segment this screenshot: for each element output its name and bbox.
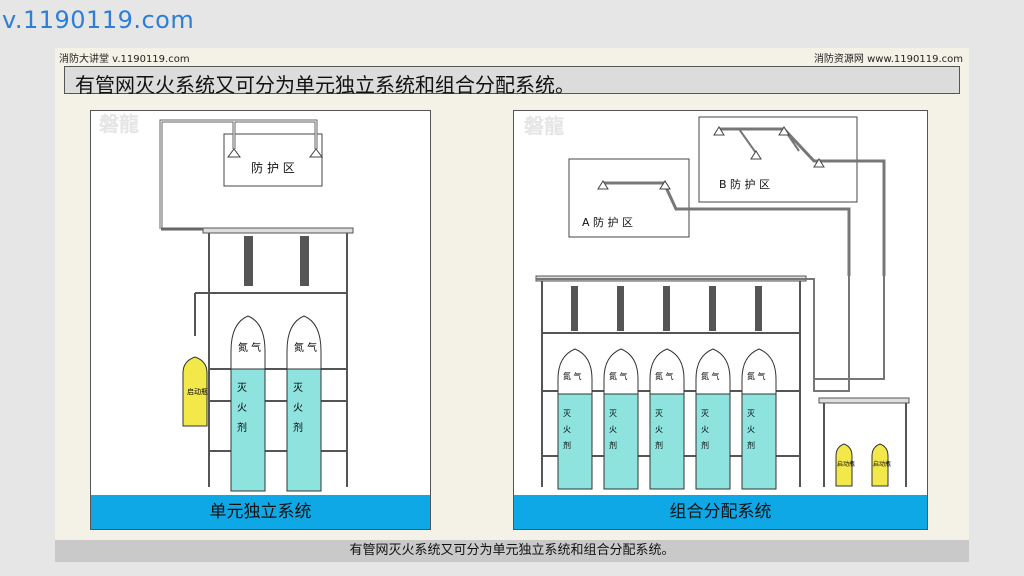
cylinder-agent-label: 剂 xyxy=(563,440,571,450)
cylinder-agent-label: 灭 xyxy=(701,409,709,418)
cylinder-agent-label: 火 xyxy=(609,425,617,434)
starter-cylinder-label: 启动瓶 xyxy=(187,387,208,396)
bottom-caption-bar: 有管网灭火系统又可分为单元独立系统和组合分配系统。 xyxy=(55,540,969,562)
credit-right: 消防资源网 www.1190119.com xyxy=(813,54,963,65)
starter-cylinder: 启动瓶 xyxy=(835,443,855,487)
cylinder-agent-label: 剂 xyxy=(609,440,617,450)
starter-cylinder-label: 启动瓶 xyxy=(837,460,855,468)
combined-system-caption: 组合分配系统 xyxy=(514,495,927,529)
cylinder-agent-label: 剂 xyxy=(747,440,755,450)
zone-a-label: A 防 护 区 xyxy=(582,215,633,229)
cylinder-agent-label: 灭 xyxy=(237,382,247,394)
cylinder-agent-label: 灭 xyxy=(293,382,303,394)
protected-zone-box xyxy=(223,133,323,187)
cylinder-gas-label: 氮 气 xyxy=(294,341,317,354)
cylinder-agent-label: 灭 xyxy=(609,409,617,418)
unit-independent-system-panel: 磐龍 防 护 区 氮 气 xyxy=(90,110,431,530)
cylinder-gas-label: 氮 气 xyxy=(609,371,628,381)
nozzle-icon xyxy=(750,150,762,160)
hose xyxy=(300,236,309,286)
slide: 消防大讲堂 v.1190119.com 消防资源网 www.1190119.co… xyxy=(55,48,969,540)
cylinder-gas-label: 氮 气 xyxy=(701,371,720,381)
cylinder-agent-label: 火 xyxy=(747,425,755,434)
starter-cylinder: 启动瓶 xyxy=(871,443,891,487)
nozzle-icon xyxy=(309,148,323,158)
hose xyxy=(244,236,253,286)
cylinder-agent-label: 剂 xyxy=(237,421,247,434)
cylinder-agent-label: 火 xyxy=(655,425,663,434)
starter-cylinder-label: 启动瓶 xyxy=(873,460,891,468)
nozzle-icon xyxy=(227,148,241,158)
nozzle-icon xyxy=(813,158,825,168)
cylinder-agent-label: 剂 xyxy=(655,440,663,450)
cylinder-agent-label: 剂 xyxy=(293,421,303,434)
zone-a-box xyxy=(568,158,690,238)
starter-cylinder: 启动瓶 xyxy=(182,356,208,427)
logo-watermark: 磐龍 xyxy=(99,112,139,136)
combined-system-diagram: 磐龍 A 防 护 区 B 防 护 区 xyxy=(524,114,910,490)
protected-zone-label: 防 护 区 xyxy=(251,160,295,175)
agent-cylinder: 氮 气 灭 火 剂 xyxy=(230,315,266,492)
bottom-caption: 有管网灭火系统又可分为单元独立系统和组合分配系统。 xyxy=(349,543,675,558)
cylinder-agent-label: 火 xyxy=(563,425,571,434)
cylinder-gas-label: 氮 气 xyxy=(238,341,261,354)
cylinder-agent-label: 剂 xyxy=(701,440,709,450)
logo-watermark: 磐龍 xyxy=(524,114,564,138)
nozzle-icon xyxy=(713,126,725,136)
cylinder-agent-label: 灭 xyxy=(747,409,755,418)
combined-distribution-system-panel: 磐龍 A 防 护 区 B 防 护 区 xyxy=(513,110,928,530)
cylinder-gas-label: 氮 气 xyxy=(563,371,582,381)
cylinder-agent-label: 火 xyxy=(701,425,709,434)
cylinder-agent-label: 灭 xyxy=(563,409,571,418)
title-bar: 有管网灭火系统又可分为单元独立系统和组合分配系统。 xyxy=(64,66,960,97)
cylinder-gas-label: 氮 气 xyxy=(655,371,674,381)
nozzle-icon xyxy=(597,180,609,190)
nozzle-icon xyxy=(778,126,790,136)
site-watermark-url: v.1190119.com xyxy=(2,6,195,34)
slide-title: 有管网灭火系统又可分为单元独立系统和组合分配系统。 xyxy=(75,73,575,97)
zone-b-label: B 防 护 区 xyxy=(719,177,770,191)
unit-system-caption: 单元独立系统 xyxy=(91,495,430,529)
cylinder-agent-label: 灭 xyxy=(655,409,663,418)
cylinder-agent-label: 火 xyxy=(293,402,303,414)
cylinder-gas-label: 氮 气 xyxy=(747,371,766,381)
credit-left: 消防大讲堂 v.1190119.com xyxy=(59,54,190,65)
rack-top xyxy=(202,227,354,234)
agent-cylinder: 氮 气 灭 火 剂 xyxy=(286,315,322,492)
unit-system-diagram: 磐龍 防 护 区 氮 气 xyxy=(99,112,354,492)
nozzle-icon xyxy=(659,180,671,190)
cylinder-agent-label: 火 xyxy=(237,402,247,414)
